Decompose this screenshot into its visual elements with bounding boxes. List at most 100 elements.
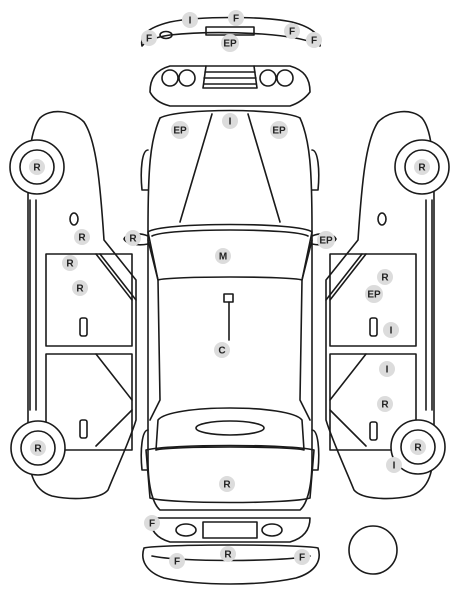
marker-front-bumper-right-f1[interactable]: F [284, 23, 300, 39]
marker-front-bumper-center-ep[interactable]: EP [221, 34, 239, 52]
car-body-top [123, 109, 337, 511]
marker-left-front-door-r2[interactable]: R [72, 280, 88, 296]
marker-label: M [219, 252, 227, 263]
marker-left-front-wheel-r[interactable]: R [29, 159, 45, 175]
marker-right-rear-door-r[interactable]: R [377, 396, 393, 412]
marker-badge [171, 121, 189, 139]
marker-label: F [146, 34, 152, 45]
marker-right-front-wheel-r[interactable]: R [414, 159, 430, 175]
marker-badge [125, 230, 141, 246]
marker-badge [270, 121, 288, 139]
marker-badge [317, 231, 335, 249]
marker-right-rear-wheel-r[interactable]: R [410, 439, 426, 455]
marker-hood-left-ep[interactable]: EP [171, 121, 189, 139]
marker-label: I [390, 326, 393, 337]
marker-badge [379, 361, 395, 377]
marker-front-bumper-right-f2[interactable]: F [306, 32, 322, 48]
marker-label: R [223, 480, 231, 491]
marker-label: R [33, 163, 41, 174]
marker-label: I [189, 16, 192, 27]
marker-trunk-r[interactable]: R [219, 476, 235, 492]
car-right-side [325, 110, 450, 500]
marker-label: F [174, 557, 180, 568]
marker-badge [29, 159, 45, 175]
marker-right-mirror-ep[interactable]: EP [317, 231, 335, 249]
marker-label: C [218, 346, 225, 357]
marker-badge [30, 440, 46, 456]
marker-badge [74, 229, 90, 245]
marker-roof-c[interactable]: C [214, 342, 230, 358]
marker-badge [169, 553, 185, 569]
marker-label: R [224, 550, 232, 561]
marker-left-rear-wheel-r[interactable]: R [30, 440, 46, 456]
marker-label: R [66, 259, 74, 270]
marker-badge [219, 476, 235, 492]
marker-badge [410, 439, 426, 455]
marker-badge [377, 396, 393, 412]
marker-label: EP [173, 126, 187, 137]
marker-hood-right-ep[interactable]: EP [270, 121, 288, 139]
marker-rear-bumper-left-f1[interactable]: F [144, 515, 160, 531]
marker-hood-center-i[interactable]: I [222, 113, 238, 129]
marker-badge [294, 549, 310, 565]
marker-badge [221, 34, 239, 52]
marker-badge [144, 515, 160, 531]
marker-label: R [34, 444, 42, 455]
marker-label: EP [367, 290, 381, 301]
marker-label: R [76, 284, 84, 295]
marker-badge [383, 322, 399, 338]
marker-label: R [381, 273, 389, 284]
marker-right-front-door-i[interactable]: I [383, 322, 399, 338]
marker-rear-bumper-right-f[interactable]: F [294, 549, 310, 565]
car-left-side [9, 110, 137, 500]
marker-right-rear-door-i[interactable]: I [379, 361, 395, 377]
spare-wheel-icon [348, 525, 398, 575]
marker-badge [215, 248, 231, 264]
marker-badge [222, 113, 238, 129]
marker-label: R [381, 400, 389, 411]
marker-badge [365, 285, 383, 303]
marker-left-fender-r[interactable]: R [74, 229, 90, 245]
marker-badge [228, 10, 244, 26]
marker-label: F [311, 36, 317, 47]
marker-label: R [414, 443, 422, 454]
marker-badge [377, 269, 393, 285]
marker-badge [182, 12, 198, 28]
marker-badge [220, 546, 236, 562]
marker-rear-bumper-left-f2[interactable]: F [169, 553, 185, 569]
marker-left-front-door-r1[interactable]: R [62, 255, 78, 271]
marker-label: F [233, 14, 239, 25]
marker-label: R [78, 233, 86, 244]
marker-label: I [393, 461, 396, 472]
marker-right-front-door-ep[interactable]: EP [365, 285, 383, 303]
marker-badge [386, 457, 402, 473]
marker-label: EP [319, 236, 333, 247]
marker-label: R [129, 234, 137, 245]
marker-label: EP [223, 39, 237, 50]
marker-front-bumper-top-f[interactable]: F [228, 10, 244, 26]
front-grille [149, 65, 311, 107]
marker-front-bumper-top-i[interactable]: I [182, 12, 198, 28]
marker-badge [141, 30, 157, 46]
rear-lights [149, 517, 311, 543]
marker-roof-front-m[interactable]: M [215, 248, 231, 264]
marker-label: R [418, 163, 426, 174]
marker-right-front-door-r[interactable]: R [377, 269, 393, 285]
marker-left-mirror-r[interactable]: R [125, 230, 141, 246]
marker-badge [306, 32, 322, 48]
marker-rear-bumper-center-r[interactable]: R [220, 546, 236, 562]
marker-right-rear-quarter-i[interactable]: I [386, 457, 402, 473]
marker-label: F [299, 553, 305, 564]
marker-front-bumper-left-f[interactable]: F [141, 30, 157, 46]
marker-badge [72, 280, 88, 296]
marker-badge [62, 255, 78, 271]
marker-label: F [289, 27, 295, 38]
marker-label: I [229, 117, 232, 128]
marker-label: EP [272, 126, 286, 137]
marker-label: I [386, 365, 389, 376]
marker-label: F [149, 519, 155, 530]
marker-badge [414, 159, 430, 175]
